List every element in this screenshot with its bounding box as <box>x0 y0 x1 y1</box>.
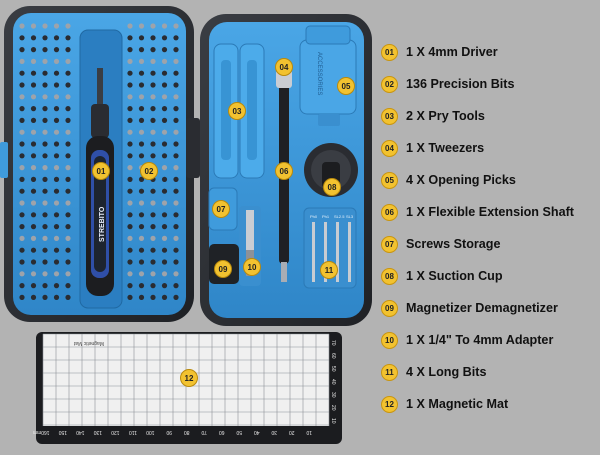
legend-number-badge: 12 <box>381 395 398 413</box>
legend-label: 1 X Magnetic Mat <box>406 397 509 411</box>
legend-number-badge: 11 <box>381 363 398 381</box>
bit-size-label: Ph1 <box>322 214 330 219</box>
side-ruler-number: 10 <box>330 418 336 424</box>
ruler-number: 40 <box>254 429 260 435</box>
marker-01: 01 <box>92 162 110 180</box>
marker-09: 09 <box>214 260 232 278</box>
left-case: STREBITO <box>0 6 200 322</box>
legend-item: 04 1 X Tweezers <box>381 132 597 164</box>
ruler-number: 90 <box>166 429 172 435</box>
legend-item: 03 2 X Pry Tools <box>381 100 597 132</box>
side-ruler-number: 70 <box>330 340 336 346</box>
legend-number-badge: 06 <box>381 203 398 221</box>
legend-label: Magnetizer Demagnetizer <box>406 301 558 315</box>
legend-number-badge: 01 <box>381 43 398 61</box>
side-ruler-number: 30 <box>330 392 336 398</box>
legend-item: 05 4 X Opening Picks <box>381 164 597 196</box>
long-bit <box>336 222 339 282</box>
ruler-number: 30 <box>271 429 277 435</box>
legend-item: 06 1 X Flexible Extension Shaft <box>381 196 597 228</box>
legend-label: 1 X 1/4" To 4mm Adapter <box>406 333 554 347</box>
side-ruler-number: 60 <box>330 353 336 359</box>
legend-label: 4 X Long Bits <box>406 365 487 379</box>
bit-grid-left <box>19 23 71 300</box>
marker-10: 10 <box>243 258 261 276</box>
ruler-number: 50 <box>236 429 242 435</box>
ruler-number: 10 <box>306 429 312 435</box>
legend-item: 10 1 X 1/4" To 4mm Adapter <box>381 324 597 356</box>
ruler-number: 20 <box>289 429 295 435</box>
legend-number-badge: 09 <box>381 299 398 317</box>
marker-12: 12 <box>180 369 198 387</box>
ruler-number: 70 <box>201 429 207 435</box>
mat-side-ruler: 70 60 50 40 30 20 10 <box>330 340 336 424</box>
long-bit <box>312 222 315 282</box>
legend-number-badge: 02 <box>381 75 398 93</box>
marker-06: 06 <box>275 162 293 180</box>
mat-ruler: 10 20 30 40 50 60 70 80 90 100 110 120 130 140 150 160m… <box>33 429 312 435</box>
legend-item: 08 1 X Suction Cup <box>381 260 597 292</box>
legend-label: 1 X Tweezers <box>406 141 485 155</box>
marker-07: 07 <box>212 200 230 218</box>
magnetic-mat: Magnetic Mat 10 20 30 40 50 60 70 80 90 100 110 120… <box>33 332 342 444</box>
legend-item: 09 Magnetizer Demagnetizer <box>381 292 597 324</box>
legend-item: 01 1 X 4mm Driver <box>381 36 597 68</box>
side-ruler-number: 50 <box>330 366 336 372</box>
ruler-number: 160mm <box>33 429 50 435</box>
marker-02: 02 <box>140 162 158 180</box>
bit-size-label: SL3 <box>346 214 354 219</box>
legend-number-badge: 03 <box>381 107 398 125</box>
legend-label: 1 X 4mm Driver <box>406 45 498 59</box>
legend-label: 1 X Suction Cup <box>406 269 503 283</box>
legend-label: 136 Precision Bits <box>406 77 515 91</box>
legend-number-badge: 10 <box>381 331 398 349</box>
marker-03: 03 <box>228 102 246 120</box>
side-ruler-number: 20 <box>330 405 336 411</box>
mat-title: Magnetic Mat <box>73 340 104 346</box>
ruler-number: 100 <box>146 429 155 435</box>
legend-number-badge: 05 <box>381 171 398 189</box>
legend-item: 02 136 Precision Bits <box>381 68 597 100</box>
ruler-number: 120 <box>111 429 120 435</box>
long-bit <box>324 222 327 282</box>
legend-label: 2 X Pry Tools <box>406 109 485 123</box>
marker-11: 11 <box>320 261 338 279</box>
legend-number-badge: 04 <box>381 139 398 157</box>
ruler-number: 80 <box>184 429 190 435</box>
legend-item: 07 Screws Storage <box>381 228 597 260</box>
legend-item: 11 4 X Long Bits <box>381 356 597 388</box>
mat-grid <box>42 333 330 426</box>
accessories-label: ACCESSORIES <box>316 52 322 95</box>
suction-cup <box>304 143 358 197</box>
ruler-number: 110 <box>129 429 137 435</box>
driver-brand-label: STREBITO <box>99 206 106 242</box>
long-bit <box>348 222 351 282</box>
marker-05: 05 <box>337 77 355 95</box>
ruler-number: 130 <box>93 429 102 435</box>
legend-label: Screws Storage <box>406 237 501 251</box>
ruler-number: 150 <box>58 429 67 435</box>
bit-size-label: Ph0 <box>310 214 318 219</box>
marker-04: 04 <box>275 58 293 76</box>
bit-size-label: SL2.5 <box>334 214 345 219</box>
side-ruler-number: 40 <box>330 379 336 385</box>
component-legend: 01 1 X 4mm Driver 02 136 Precision Bits 03 2 … <box>381 36 597 420</box>
marker-08: 08 <box>323 178 341 196</box>
legend-label: 1 X Flexible Extension Shaft <box>406 205 574 219</box>
legend-number-badge: 07 <box>381 235 398 253</box>
ruler-number: 140 <box>76 429 85 435</box>
ruler-number: 60 <box>219 429 225 435</box>
legend-item: 12 1 X Magnetic Mat <box>381 388 597 420</box>
opening-picks-pocket: ACCESSORIES <box>299 25 357 126</box>
legend-label: 4 X Opening Picks <box>406 173 516 187</box>
legend-number-badge: 08 <box>381 267 398 285</box>
